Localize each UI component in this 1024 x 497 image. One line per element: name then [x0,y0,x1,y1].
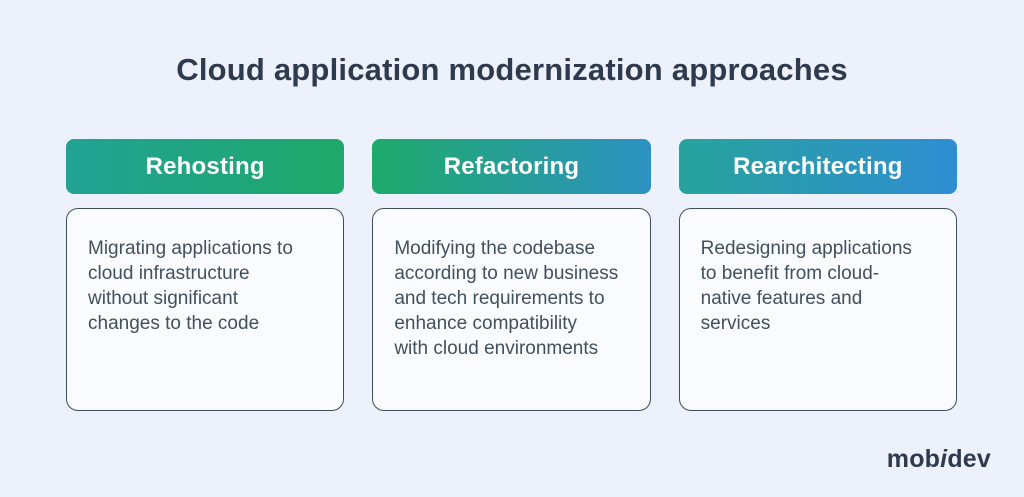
card-rearchitecting: Redesigning applications to benefit from… [678,208,957,411]
columns-container: Rehosting Migrating applications to clou… [66,139,957,411]
logo-accent: i [940,445,948,473]
card-rehosting: Migrating applications to cloud infrastr… [66,208,345,411]
logo-prefix: mob [886,445,941,473]
header-rearchitecting: Rearchitecting [678,139,957,194]
header-refactoring: Refactoring [372,139,651,194]
description-rehosting: Migrating applications to cloud infrastr… [88,238,293,334]
mobidev-logo: mobidev [887,445,991,474]
page-title: Cloud application modernization approach… [176,52,848,87]
column-rearchitecting: Rearchitecting Redesigning applications … [678,139,957,411]
card-refactoring: Modifying the codebase according to new … [372,208,651,411]
description-refactoring: Modifying the codebase according to new … [394,238,619,359]
column-rehosting: Rehosting Migrating applications to clou… [66,139,345,411]
description-rearchitecting: Redesigning applications to benefit from… [700,238,912,334]
logo-suffix: dev [947,445,991,473]
header-rehosting: Rehosting [66,139,345,194]
column-refactoring: Refactoring Modifying the codebase accor… [372,139,651,411]
